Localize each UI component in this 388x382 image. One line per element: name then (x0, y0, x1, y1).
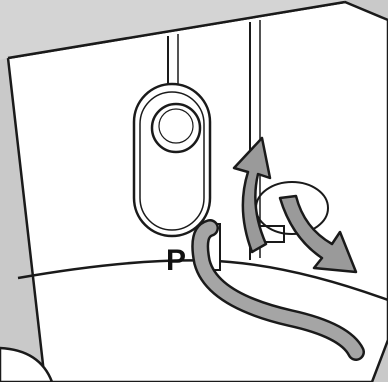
power-button (150, 102, 202, 154)
button-housing-inner (139, 91, 205, 231)
power-button-inner (158, 108, 194, 144)
p-label: P (166, 244, 186, 277)
power-cord-fill (193, 221, 363, 359)
arrow-down (278, 194, 358, 274)
appliance-base-curve (17, 259, 388, 302)
arrow-up (232, 136, 272, 254)
